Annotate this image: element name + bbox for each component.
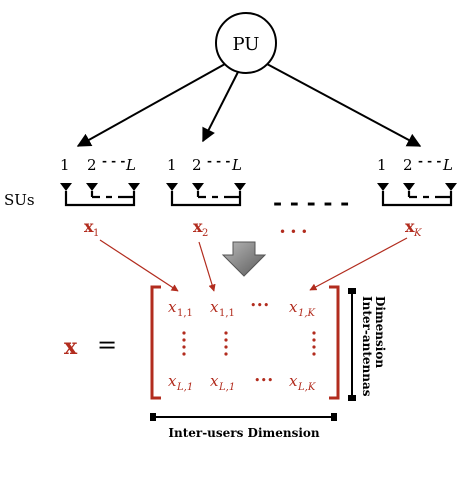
antenna-number-1: 1 — [167, 156, 177, 174]
sus-label: SUs — [4, 191, 35, 209]
red-arrows — [99, 237, 408, 292]
entry-top-hdots: ••• — [250, 299, 269, 312]
entry-vdots-right — [312, 331, 316, 356]
antenna-number-l: L — [125, 156, 136, 174]
entry-bot-right: x — [289, 372, 298, 390]
svg-text:L,1: L,1 — [176, 382, 193, 393]
antenna-number-l: L — [231, 156, 242, 174]
matrix-lhs: x — [64, 334, 78, 360]
entry-top-mid: x — [210, 298, 219, 316]
svg-text:1,1: 1,1 — [177, 308, 193, 319]
antenna-icon — [443, 181, 459, 199]
entry-bot-mid: x — [210, 372, 219, 390]
antenna-number-2: 2 — [192, 156, 202, 174]
antenna-icon — [190, 181, 206, 199]
matrix-entries: x 1,1 x 1,1 ••• x 1,K x L,1 x L,1 ••• x … — [168, 298, 316, 393]
svg-text:1,1: 1,1 — [219, 308, 235, 319]
antenna-icon — [84, 181, 100, 199]
svg-text:2: 2 — [202, 228, 208, 239]
antenna-number-1: 1 — [60, 156, 70, 174]
antenna-icon — [232, 181, 248, 199]
arrow-xk-to-matrix — [309, 237, 408, 291]
inter-antennas-label-line2: Dimension — [373, 296, 387, 368]
svg-text:x: x — [84, 217, 94, 236]
antenna-ellipsis: - - - — [102, 154, 125, 168]
antenna-ellipsis: - - - — [207, 154, 230, 168]
matrix-right-bracket — [329, 285, 340, 400]
su-group-1: 1 2 - - - L x 1 — [58, 154, 142, 239]
antenna-icon — [375, 181, 391, 199]
entry-top-left: x — [168, 298, 177, 316]
svg-text:x: x — [193, 217, 203, 236]
antenna-number-2: 2 — [87, 156, 97, 174]
inter-users-label: Inter-users Dimension — [168, 426, 320, 440]
pu-label: PU — [233, 34, 260, 55]
inter-users-dimension: Inter-users Dimension — [150, 413, 337, 440]
arrow-pu-to-suk — [266, 63, 422, 147]
pu-node: PU — [215, 12, 277, 74]
antenna-ellipsis: - - - — [418, 154, 441, 168]
su-group-2: 1 2 - - - L x 2 — [164, 154, 248, 239]
antenna-number-1: 1 — [377, 156, 387, 174]
antenna-number-l: L — [442, 156, 453, 174]
entry-bot-left: x — [168, 372, 177, 390]
antenna-array — [375, 181, 459, 207]
su-group-k: 1 2 - - - L x K — [375, 154, 459, 239]
su-ellipsis: - - - - - — [273, 190, 349, 216]
entry-bot-hdots: ••• — [254, 374, 273, 387]
antenna-icon — [401, 181, 417, 199]
svg-text:1: 1 — [93, 228, 99, 239]
antenna-array — [164, 181, 248, 207]
svg-text:K: K — [413, 228, 422, 239]
svg-text:x: x — [405, 217, 415, 236]
arrow-x2-to-matrix — [198, 241, 216, 292]
pu-arrows — [76, 63, 422, 147]
stack-arrow-icon — [221, 241, 267, 277]
antenna-array — [58, 181, 142, 207]
arrow-x1-to-matrix — [99, 239, 179, 292]
inter-antennas-dimension: Inter-antennas Dimension — [348, 288, 387, 401]
antenna-icon — [126, 181, 142, 199]
matrix-left-bracket — [150, 285, 161, 400]
svg-text:1,K: 1,K — [298, 308, 316, 319]
arrow-pu-to-su1 — [76, 63, 226, 147]
su-vector-label: x K — [405, 217, 422, 239]
equals-sign: = — [97, 331, 117, 359]
su-vector-label: x 1 — [84, 217, 99, 239]
svg-text:L,K: L,K — [297, 382, 316, 393]
inter-antennas-label-line1: Inter-antennas — [360, 296, 374, 397]
vector-ellipsis: • • • — [279, 225, 308, 239]
entry-top-right: x — [289, 298, 298, 316]
arrow-pu-to-su2 — [202, 71, 239, 143]
antenna-icon — [58, 181, 74, 199]
antenna-number-2: 2 — [403, 156, 413, 174]
su-vector-label: x 2 — [193, 217, 208, 239]
entry-vdots-left — [182, 331, 186, 356]
antenna-icon — [164, 181, 180, 199]
pu-circle — [215, 12, 277, 74]
entry-vdots-mid — [224, 331, 228, 356]
svg-text:L,1: L,1 — [218, 382, 235, 393]
